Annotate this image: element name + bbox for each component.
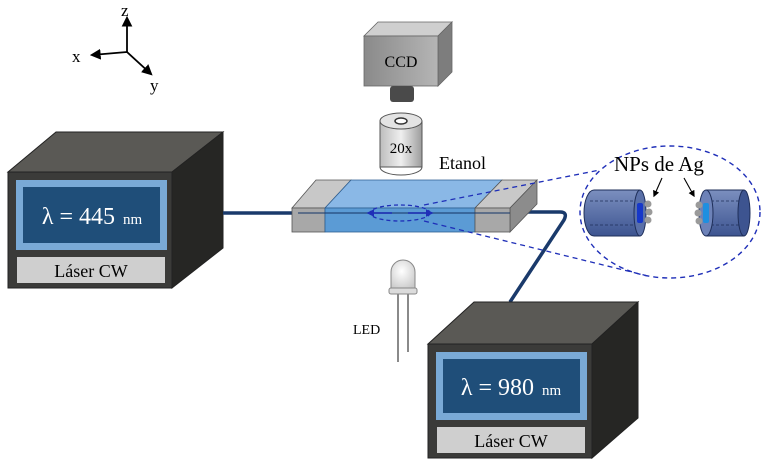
- cuvette-front-left-cap: [291, 207, 326, 233]
- cuvette-label: Etanol: [439, 153, 486, 173]
- ccd-lens-mount: [390, 86, 414, 102]
- led-rim: [388, 287, 418, 295]
- fiber-right: [508, 210, 568, 303]
- laser-right: λ = 980 nm Láser CW: [426, 300, 640, 460]
- laser-left-wavelength: λ = 445 nm: [42, 204, 143, 230]
- z-axis-label: z: [121, 1, 129, 20]
- np-left-1: [644, 200, 652, 208]
- nps-pointer-right: [683, 177, 695, 198]
- cuvette-top-liquid: [324, 179, 503, 209]
- np-right-3: [695, 217, 703, 225]
- laser-left-tag-label: Láser CW: [54, 261, 127, 281]
- led-dome: [390, 259, 416, 289]
- objective-label: 20x: [390, 141, 413, 157]
- ccd-camera: CCD: [363, 21, 453, 102]
- fiber-end-right: [694, 189, 751, 237]
- zoom-lines: [423, 169, 649, 277]
- laser-left-tag: [17, 257, 165, 283]
- cuvette-front-liquid: [324, 207, 476, 233]
- y-axis-label: y: [150, 76, 159, 95]
- nps-label: NPs de Ag: [614, 152, 704, 176]
- nps-pointer-left: [653, 177, 663, 198]
- laser-left-display: [23, 187, 160, 243]
- laser-right-tag-label: Láser CW: [474, 431, 547, 451]
- zoom-line-upper: [423, 169, 601, 206]
- np-right-1: [695, 201, 703, 209]
- laser-right-display: [443, 359, 580, 413]
- led: LED: [353, 259, 418, 362]
- np-left-3: [644, 216, 652, 224]
- laser-right-tag: [437, 427, 585, 453]
- fiber-core-left: [637, 203, 643, 223]
- laser-right-wavelength-unit: nm: [542, 383, 562, 399]
- ccd-front-face: [363, 35, 439, 87]
- fiber-core-right: [703, 203, 709, 223]
- laser-left-wavelength-unit: nm: [123, 212, 143, 228]
- ccd-label: CCD: [385, 54, 418, 71]
- x-axis-arrow: [89, 48, 128, 60]
- optical-fibers: [223, 210, 568, 303]
- laser-right-wavelength-value: λ = 980: [461, 375, 534, 401]
- cuvette-front-right-cap: [474, 207, 511, 233]
- zoom-line-lower: [423, 220, 649, 277]
- cuvette: Etanol: [291, 153, 538, 233]
- objective-lens: 20x: [379, 112, 423, 176]
- zoom-inset: NPs de Ag: [579, 145, 761, 279]
- fiber-end-left: [583, 189, 653, 237]
- laser-left: λ = 445 nm Láser CW: [6, 130, 225, 290]
- laser-right-wavelength: λ = 980 nm: [461, 375, 562, 401]
- led-label: LED: [353, 323, 380, 338]
- np-right-2: [694, 209, 702, 217]
- ccd-top-face: [363, 21, 453, 37]
- objective-aperture: [394, 117, 408, 125]
- x-axis-label: x: [72, 47, 81, 66]
- np-left-2: [645, 208, 653, 216]
- axes-group: z x y: [72, 1, 159, 95]
- zoom-inset-ellipse: [579, 145, 761, 279]
- y-axis-arrow: [126, 51, 153, 76]
- laser-left-wavelength-value: λ = 445: [42, 204, 115, 230]
